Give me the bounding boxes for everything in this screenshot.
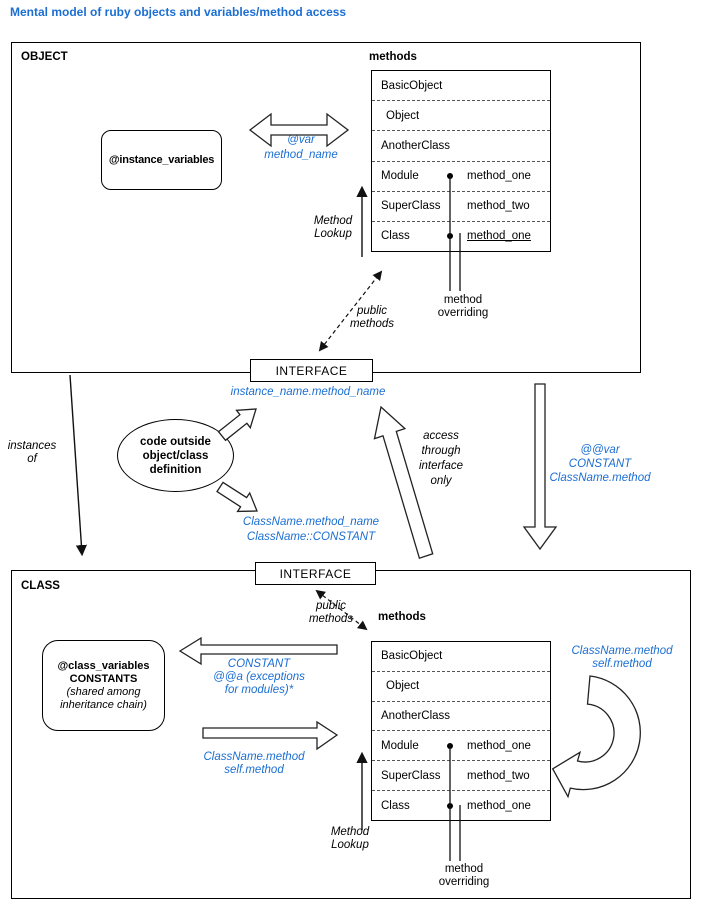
interface-box-object: INTERFACE [250, 359, 373, 382]
method-overriding-label-top: method overriding [437, 294, 489, 319]
public-methods-label-top: public methods [349, 305, 395, 330]
var-access-label: @var method_name [264, 134, 338, 161]
class-var-access-label: @@var CONSTANT ClassName.method [549, 444, 651, 484]
self-method-access-label: ClassName.method self.method [571, 645, 673, 670]
override-dot [447, 802, 453, 809]
class-access-label: ClassName.method_name ClassName::CONSTAN… [242, 516, 380, 543]
object-box-label: OBJECT [21, 51, 68, 63]
class-name: AnotherClass [381, 139, 451, 152]
class-variables-box: @class_variables CONSTANTS (shared among… [42, 640, 165, 731]
table-row: Module method_one [372, 160, 550, 191]
class-name: Object [386, 680, 420, 693]
table-row: SuperClass method_two [372, 760, 550, 790]
table-row: BasicObject [372, 642, 550, 671]
class-name: BasicObject [381, 79, 443, 92]
table-row: Module method_one [372, 730, 550, 760]
class-name: BasicObject [381, 650, 443, 663]
class-box-label: CLASS [21, 580, 60, 592]
code-outside-arrow-down [216, 481, 258, 513]
methods-table-class: BasicObject Object AnotherClass Module m… [371, 641, 551, 821]
method-name: method_one [467, 799, 531, 812]
class-name: Class [381, 230, 410, 243]
methods-table-object: BasicObject Object AnotherClass Module m… [371, 70, 551, 252]
table-row: Object [372, 100, 550, 130]
table-row: Object [372, 670, 550, 701]
interface-caption-object: instance_name.method_name [230, 386, 386, 398]
classname-method-access-label: ClassName.method self.method [203, 751, 305, 776]
class-name: Module [381, 170, 419, 183]
code-outside-label: code outside object/class definition [140, 435, 211, 476]
class-variables-note: (shared among inheritance chain) [60, 685, 147, 711]
class-name: SuperClass [381, 769, 441, 782]
method-name: method_two [467, 769, 530, 782]
method-name: method_two [467, 200, 530, 213]
code-outside-ellipse: code outside object/class definition [117, 419, 234, 492]
interface-label: INTERFACE [275, 363, 348, 378]
override-dot [447, 173, 453, 180]
table-row: Class method_one [372, 220, 550, 251]
constant-access-label: CONSTANT @@a (exceptions for modules)* [213, 658, 305, 696]
table-row: AnotherClass [372, 130, 550, 160]
class-variables-label: @class_variables CONSTANTS [57, 659, 150, 685]
class-name: SuperClass [381, 200, 441, 213]
class-name: Class [381, 799, 410, 812]
table-row: BasicObject [372, 71, 550, 100]
method-overriding-label-bottom: method overriding [438, 863, 490, 888]
table-row: AnotherClass [372, 700, 550, 731]
class-name: AnotherClass [381, 710, 451, 723]
interface-box-class: INTERFACE [255, 562, 376, 585]
page-title: Mental model of ruby objects and variabl… [10, 5, 347, 19]
class-name: Object [386, 109, 420, 122]
instances-of-arrow [69, 374, 87, 557]
table-row: SuperClass method_two [372, 190, 550, 221]
method-name: method_one [467, 739, 531, 752]
methods-title-bottom: methods [378, 611, 426, 623]
table-row: Class method_one [372, 790, 550, 820]
class-name: Module [381, 739, 419, 752]
instance-variables-label: @instance_variables [108, 154, 215, 166]
instance-variables-box: @instance_variables [101, 130, 222, 190]
method-name: method_one [467, 230, 531, 243]
interface-label: INTERFACE [279, 566, 352, 581]
instances-of-label: instances of [7, 440, 57, 465]
method-name: method_one [467, 170, 531, 183]
override-dot [447, 233, 453, 240]
public-methods-label-bottom: public methods [308, 600, 354, 625]
override-dot [447, 742, 453, 749]
methods-title-top: methods [369, 51, 417, 63]
access-through-interface-label: access through interface only [418, 430, 464, 487]
method-lookup-label-top: Method Lookup [313, 215, 353, 240]
method-lookup-label-bottom: Method Lookup [330, 826, 370, 851]
